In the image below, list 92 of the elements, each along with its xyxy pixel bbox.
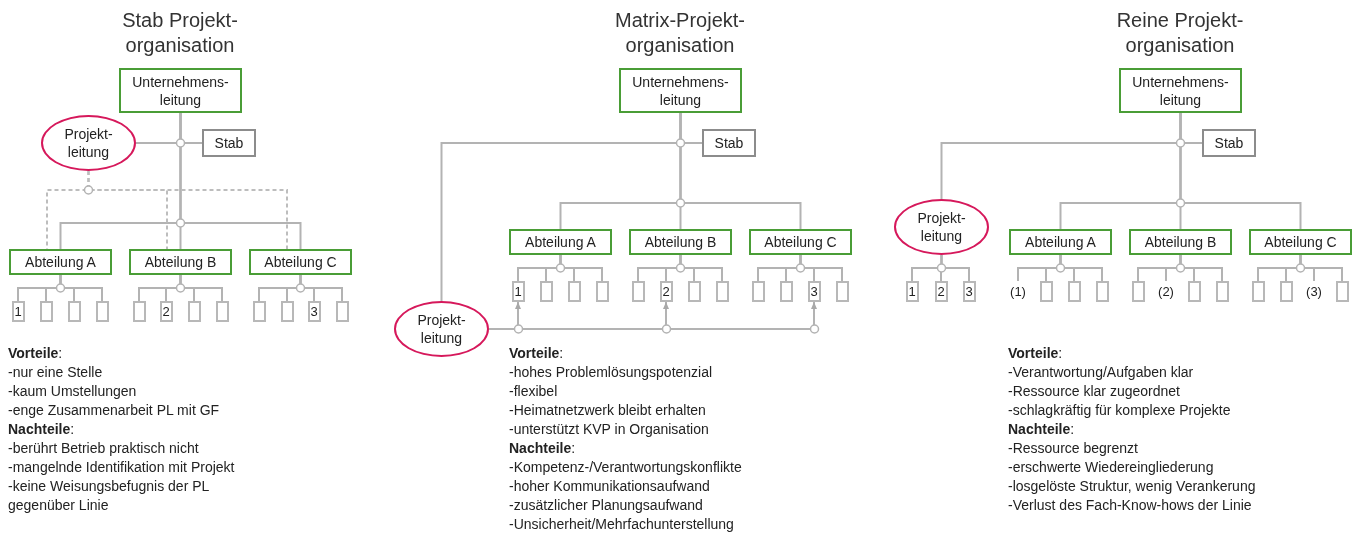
- position-box: [132, 301, 146, 322]
- text-line: -hoher Kommunikationsaufwand: [509, 477, 711, 496]
- position-label: (1): [1006, 281, 1030, 302]
- position-box: [779, 281, 793, 302]
- department-box: Abteilung A: [9, 249, 112, 275]
- department-box: Abteilung A: [1009, 229, 1112, 255]
- text-line: -Ressource klar zugeordnet: [1008, 382, 1181, 401]
- project-lead-ellipse: Projekt- leitung: [894, 199, 989, 255]
- position-box: [1335, 281, 1349, 302]
- position-box: [95, 301, 109, 322]
- text-line: Vorteile:: [509, 344, 565, 363]
- position-box: [1187, 281, 1201, 302]
- connector-line: [679, 112, 802, 230]
- text-line: Nachteile:: [509, 439, 577, 458]
- text-line: -losgelöste Struktur, wenig Verankerung: [1008, 477, 1257, 496]
- position-box: 2: [159, 301, 173, 322]
- panel-title: Stab Projekt- organisation: [121, 8, 239, 58]
- position-box: [280, 301, 294, 322]
- position-label: (3): [1302, 281, 1326, 302]
- position-box: 2: [659, 281, 673, 302]
- department-box: Abteilung A: [509, 229, 612, 255]
- position-box: [1067, 281, 1081, 302]
- position-box: 3: [962, 281, 976, 302]
- text-line: -Kompetenz-/Verantwortungskonflikte: [509, 458, 743, 477]
- position-box: [567, 281, 581, 302]
- position-box: [215, 301, 229, 322]
- position-box: [39, 301, 53, 322]
- management-box: Unternehmens- leitung: [619, 68, 742, 113]
- position-box: [1095, 281, 1109, 302]
- text-line: -schlagkräftig für komplexe Projekte: [1008, 401, 1232, 420]
- text-line: -flexibel: [509, 382, 559, 401]
- position-box: 3: [307, 301, 321, 322]
- staff-box: Stab: [702, 129, 756, 157]
- dashed-connector: [87, 170, 288, 250]
- text-line: -berührt Betrieb praktisch nicht: [8, 439, 200, 458]
- position-box: [67, 301, 81, 322]
- text-line: Nachteile:: [1008, 420, 1076, 439]
- text-line: -hohes Problemlösungspotenzial: [509, 363, 714, 382]
- project-lead-ellipse: Projekt- leitung: [41, 115, 136, 171]
- text-line: Vorteile:: [8, 344, 64, 363]
- text-line: -Verlust des Fach-Know-hows der Linie: [1008, 496, 1253, 515]
- position-box: [187, 301, 201, 322]
- text-line: Nachteile:: [8, 420, 76, 439]
- position-box: [335, 301, 349, 322]
- position-box: [1251, 281, 1265, 302]
- text-line: -zusätzlicher Planungsaufwand: [509, 496, 704, 515]
- position-box: 1: [11, 301, 25, 322]
- position-box: [595, 281, 609, 302]
- position-box: 1: [511, 281, 525, 302]
- position-box: [631, 281, 645, 302]
- connector-line: [1179, 112, 1302, 230]
- project-lead-ellipse: Projekt- leitung: [394, 301, 489, 357]
- text-line: -keine Weisungsbefugnis der PL gegenüber Linie: [8, 477, 210, 515]
- text-line: -mangelnde Identifikation mit Projekt: [8, 458, 236, 477]
- text-line: -nur eine Stelle: [8, 363, 104, 382]
- position-box: [1039, 281, 1053, 302]
- position-box: 1: [905, 281, 919, 302]
- text-line: -Heimatnetzwerk bleibt erhalten: [509, 401, 707, 420]
- text-line: Vorteile:: [1008, 344, 1064, 363]
- panel-title: Matrix-Projekt- organisation: [614, 8, 746, 58]
- management-box: Unternehmens- leitung: [119, 68, 242, 113]
- position-box: [1215, 281, 1229, 302]
- department-box: Abteilung C: [749, 229, 852, 255]
- position-box: [715, 281, 729, 302]
- position-label: (2): [1154, 281, 1178, 302]
- panel-title: Reine Projekt- organisation: [1115, 8, 1245, 58]
- text-line: -Unsicherheit/Mehrfachunterstellung: [509, 515, 735, 533]
- staff-box: Stab: [1202, 129, 1256, 157]
- text-line: -unterstützt KVP in Organisation: [509, 420, 710, 439]
- position-box: [1131, 281, 1145, 302]
- position-box: [835, 281, 849, 302]
- text-line: -kaum Umstellungen: [8, 382, 138, 401]
- position-box: [1279, 281, 1293, 302]
- position-box: [539, 281, 553, 302]
- department-box: Abteilung C: [249, 249, 352, 275]
- connector-line: [179, 112, 302, 250]
- staff-box: Stab: [202, 129, 256, 157]
- position-box: [751, 281, 765, 302]
- management-box: Unternehmens- leitung: [1119, 68, 1242, 113]
- department-box: Abteilung C: [1249, 229, 1352, 255]
- department-box: Abteilung B: [1129, 229, 1232, 255]
- department-box: Abteilung B: [629, 229, 732, 255]
- connector-line: [940, 254, 970, 282]
- text-line: -Verantwortung/Aufgaben klar: [1008, 363, 1195, 382]
- position-box: [687, 281, 701, 302]
- position-box: [252, 301, 266, 322]
- department-box: Abteilung B: [129, 249, 232, 275]
- text-line: -enge Zusammenarbeit PL mit GF: [8, 401, 221, 420]
- text-line: -erschwerte Wiedereingliederung: [1008, 458, 1215, 477]
- position-box: 2: [934, 281, 948, 302]
- position-box: 3: [807, 281, 821, 302]
- text-line: -Ressource begrenzt: [1008, 439, 1139, 458]
